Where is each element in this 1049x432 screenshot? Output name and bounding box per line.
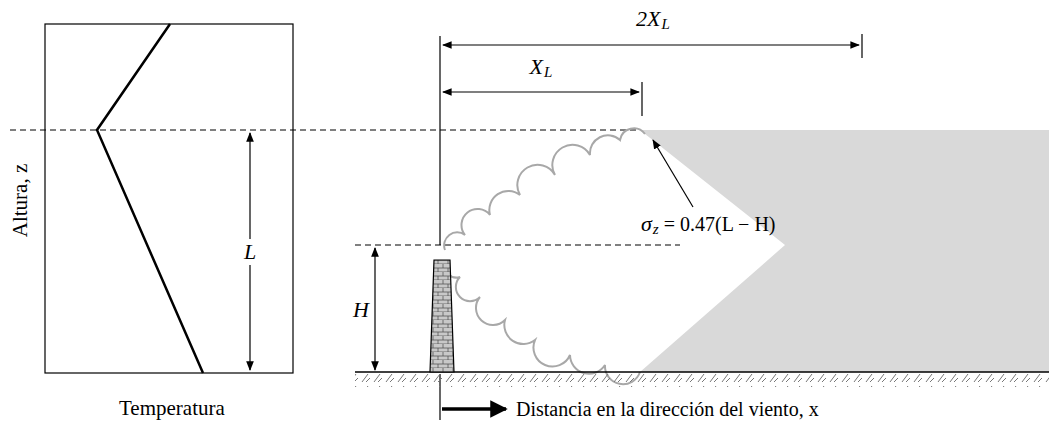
xl-dimension — [443, 91, 639, 92]
subscript: L — [544, 65, 552, 80]
plume-outline — [444, 262, 640, 384]
mixed-region — [640, 130, 1049, 372]
stack-height-line — [355, 245, 680, 246]
h-dimension — [374, 248, 375, 370]
dimension-label: H — [353, 299, 369, 321]
formula: σ — [641, 213, 652, 235]
tick — [641, 82, 642, 116]
axis-label: Temperatura — [119, 398, 225, 419]
axis-label: Distancia en la dirección del viento, x — [516, 399, 819, 419]
subscript: L — [661, 17, 669, 32]
formula: = 0.47(L − H) — [664, 214, 776, 234]
leader-line — [653, 140, 693, 207]
ground-line — [355, 371, 1049, 373]
profile-frame — [45, 24, 293, 373]
inversion-line — [10, 130, 640, 131]
dimension-label: 2X — [636, 8, 660, 30]
ground-hatching — [355, 373, 1049, 387]
reference-line — [439, 36, 440, 245]
subscript: z — [653, 222, 659, 237]
stack — [430, 260, 454, 372]
wind-arrow — [442, 407, 506, 411]
tick — [861, 34, 862, 58]
temperature-profile — [97, 24, 203, 373]
plume-outline — [444, 128, 645, 250]
dimension-label: L — [241, 239, 259, 265]
axis-label: Altura, z — [10, 163, 31, 236]
dimension-label: X — [530, 56, 543, 78]
2xl-dimension — [443, 44, 859, 45]
